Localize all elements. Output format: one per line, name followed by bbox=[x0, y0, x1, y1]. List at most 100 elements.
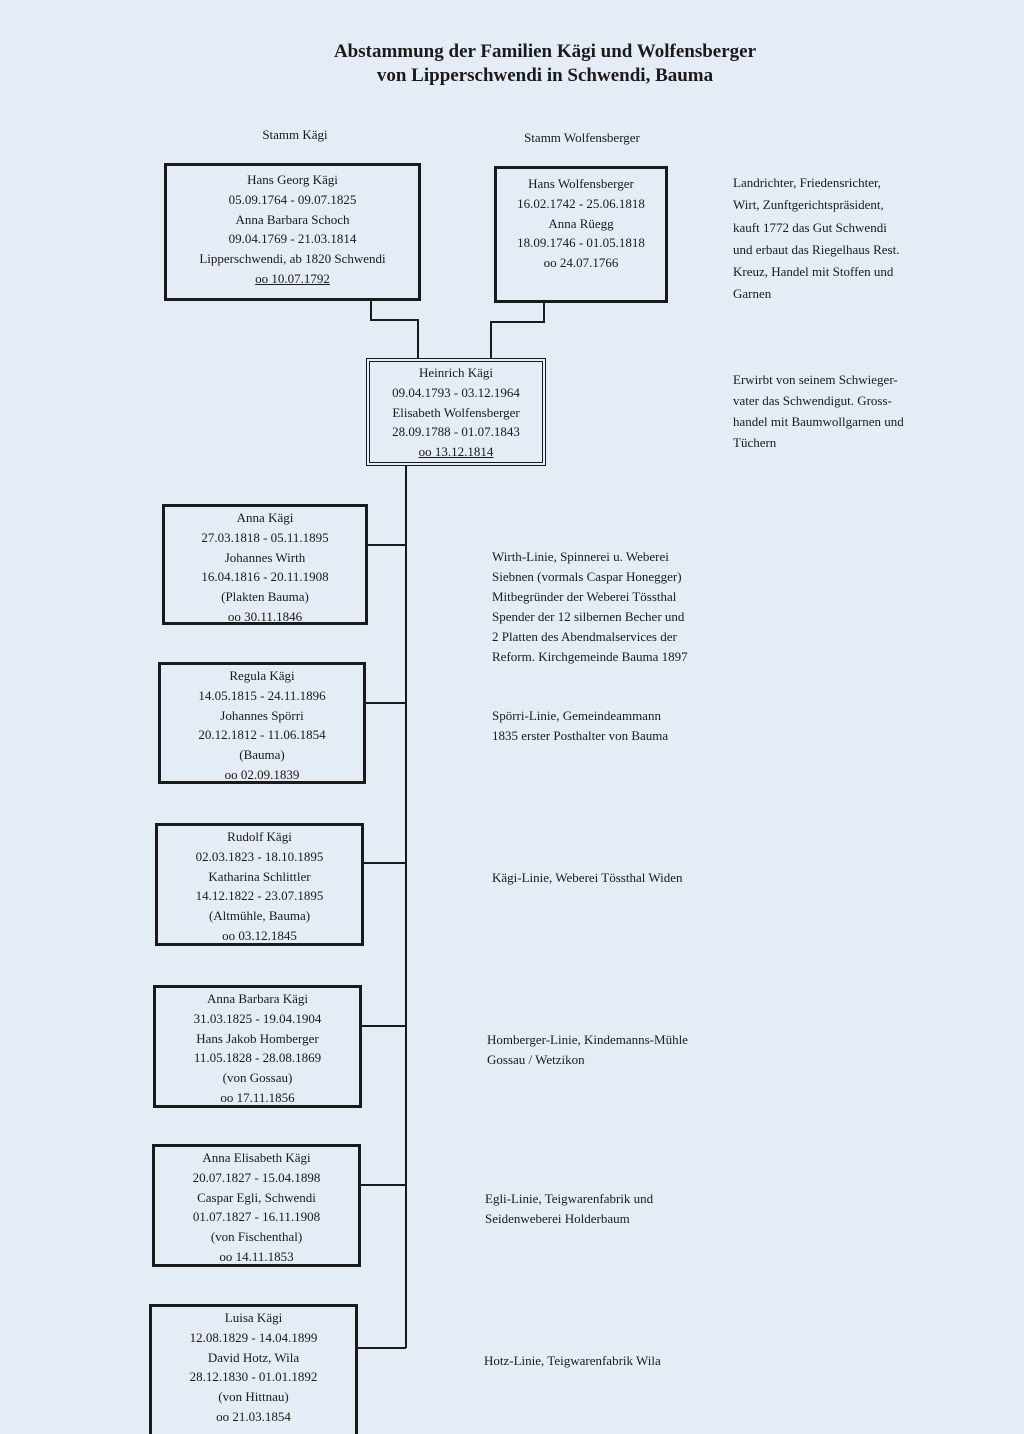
note-line: Erwirbt von seinem Schwieger- bbox=[733, 372, 898, 387]
person-line: Anna Rüegg bbox=[548, 215, 614, 231]
note-line: Garnen bbox=[733, 286, 772, 302]
person-line: (von Fischenthal) bbox=[210, 1229, 303, 1245]
person-line: Luisa Kägi bbox=[224, 1310, 283, 1325]
person-line: Lipperschwendi, ab 1820 Schwendi bbox=[199, 251, 386, 267]
box-child-anna-barbara-kaegi: Anna Barbara Kägi 31.03.1825 - 19.04.190… bbox=[153, 985, 362, 1108]
person-line: 14.12.1822 - 23.07.1895 bbox=[195, 888, 324, 904]
person-line: 02.03.1823 - 18.10.1895 bbox=[195, 848, 324, 864]
person-line: Anna Kägi bbox=[236, 510, 294, 525]
person-line: 31.03.1825 - 19.04.1904 bbox=[193, 1010, 322, 1026]
person-line: 09.04.1769 - 21.03.1814 bbox=[228, 231, 357, 247]
title-line-2: von Lipperschwendi in Schwendi, Bauma bbox=[376, 65, 714, 86]
person-line: 28.12.1830 - 01.01.1892 bbox=[189, 1369, 318, 1385]
note-line: Homberger-Linie, Kindemanns-Mühle bbox=[487, 1032, 688, 1047]
person-line: Elisabeth Wolfensberger bbox=[392, 404, 520, 420]
person-line: 12.08.1829 - 14.04.1899 bbox=[189, 1329, 318, 1345]
box-child-anna-kaegi: Anna Kägi 27.03.1818 - 05.11.1895 Johann… bbox=[162, 504, 368, 625]
box-child-anna-elisabeth-kaegi: Anna Elisabeth Kägi 20.07.1827 - 15.04.1… bbox=[152, 1144, 361, 1267]
person-line: (Bauma) bbox=[239, 747, 285, 763]
note-line: Reform. Kirchgemeinde Bauma 1897 bbox=[492, 649, 688, 664]
box-hans-georg-kaegi: Hans Georg Kägi 05.09.1764 - 09.07.1825 … bbox=[164, 163, 421, 301]
person-line: 16.04.1816 - 20.11.1908 bbox=[201, 569, 329, 585]
note-line: kauft 1772 das Gut Schwendi bbox=[733, 219, 887, 235]
person-line: 20.07.1827 - 15.04.1898 bbox=[192, 1169, 321, 1185]
note-egli-linie: Egli-Linie, Teigwarenfabrik und Seidenwe… bbox=[485, 1189, 653, 1229]
marriage-line: oo 21.03.1854 bbox=[216, 1408, 291, 1424]
person-line: 27.03.1818 - 05.11.1895 bbox=[201, 529, 329, 545]
marriage-line: oo 10.07.1792 bbox=[255, 270, 330, 286]
box-heinrich-kaegi: Heinrich Kägi 09.04.1793 - 03.12.1964 El… bbox=[366, 358, 546, 466]
connector-wolfensberger-parent bbox=[490, 302, 545, 358]
box-child-rudolf-kaegi: Rudolf Kägi 02.03.1823 - 18.10.1895 Kath… bbox=[155, 823, 364, 946]
note-line: und erbaut das Riegelhaus Rest. bbox=[733, 241, 900, 257]
note-line: Kreuz, Handel mit Stoffen und bbox=[733, 264, 894, 280]
note-line: Kägi-Linie, Weberei Tössthal Widen bbox=[492, 870, 683, 885]
note-line: Hotz-Linie, Teigwarenfabrik Wila bbox=[484, 1353, 661, 1368]
note-kaegi-linie: Kägi-Linie, Weberei Tössthal Widen bbox=[492, 868, 683, 888]
person-line: Heinrich Kägi bbox=[418, 365, 493, 380]
person-line: 11.05.1828 - 28.08.1869 bbox=[193, 1050, 322, 1066]
note-line: Mitbegründer der Weberei Tössthal bbox=[492, 589, 677, 604]
person-line: (Plakten Bauma) bbox=[221, 589, 309, 605]
person-line: 16.02.1742 - 25.06.1818 bbox=[517, 195, 645, 211]
note-line: Gossau / Wetzikon bbox=[487, 1052, 585, 1067]
marriage-line: oo 02.09.1839 bbox=[224, 766, 300, 782]
note-line: Wirth-Linie, Spinnerei u. Weberei bbox=[492, 549, 669, 564]
note-wolfensberger: Landrichter, Friedensrichter, Wirt, Zunf… bbox=[733, 172, 899, 306]
connector-kaegi-parent bbox=[370, 301, 419, 358]
marriage-line: oo 14.11.1853 bbox=[219, 1248, 294, 1264]
note-wirth-linie: Wirth-Linie, Spinnerei u. Weberei Siebne… bbox=[492, 547, 688, 667]
box-child-regula-kaegi: Regula Kägi 14.05.1815 - 24.11.1896 Joha… bbox=[158, 662, 366, 784]
person-line: Hans Georg Kägi bbox=[247, 172, 338, 187]
person-line: Hans Wolfensberger bbox=[528, 176, 634, 191]
note-homberger-linie: Homberger-Linie, Kindemanns-Mühle Gossau… bbox=[487, 1030, 688, 1070]
note-hotz-linie: Hotz-Linie, Teigwarenfabrik Wila bbox=[484, 1351, 661, 1371]
note-line: Wirt, Zunftgerichtspräsident, bbox=[733, 197, 884, 213]
note-line: 1835 erster Posthalter von Bauma bbox=[492, 728, 669, 743]
title-line-1: Abstammung der Familien Kägi und Wolfens… bbox=[333, 41, 757, 62]
person-line: (Altmühle, Bauma) bbox=[208, 908, 311, 924]
note-line: Siebnen (vormals Caspar Honegger) bbox=[492, 569, 682, 584]
person-line: Hans Jakob Homberger bbox=[196, 1030, 319, 1046]
note-line: Spörri-Linie, Gemeindeammann bbox=[492, 708, 661, 723]
person-line: 20.12.1812 - 11.06.1854 bbox=[198, 727, 326, 743]
person-line: Johannes Wirth bbox=[224, 549, 306, 565]
marriage-line: oo 24.07.1766 bbox=[543, 255, 619, 271]
marriage-line: oo 13.12.1814 bbox=[418, 444, 494, 460]
marriage-line: oo 03.12.1845 bbox=[222, 927, 297, 943]
header-stamm-wolfensberger: Stamm Wolfensberger bbox=[524, 130, 640, 145]
person-line: (von Gossau) bbox=[222, 1070, 293, 1086]
person-line: Anna Barbara Kägi bbox=[206, 991, 309, 1006]
person-line: Rudolf Kägi bbox=[227, 829, 292, 844]
note-line: Landrichter, Friedensrichter, bbox=[733, 175, 882, 190]
person-line: 05.09.1764 - 09.07.1825 bbox=[228, 191, 357, 207]
note-line: vater das Schwendigut. Gross- bbox=[733, 393, 892, 408]
person-line: Caspar Egli, Schwendi bbox=[197, 1189, 316, 1205]
person-line: Katharina Schlittler bbox=[208, 868, 311, 884]
person-line: Regula Kägi bbox=[229, 668, 295, 683]
person-line: 09.04.1793 - 03.12.1964 bbox=[392, 384, 520, 400]
note-line: Tüchern bbox=[733, 435, 777, 450]
note-line: Spender der 12 silbernen Becher und bbox=[492, 609, 685, 624]
marriage-line: oo 30.11.1846 bbox=[227, 608, 303, 624]
box-child-luisa-kaegi: Luisa Kägi 12.08.1829 - 14.04.1899 David… bbox=[149, 1304, 358, 1434]
note-line: 2 Platten des Abendmalservices der bbox=[492, 629, 677, 644]
person-line: 18.09.1746 - 01.05.1818 bbox=[517, 235, 645, 251]
note-heinrich-kaegi: Erwirbt von seinem Schwieger- vater das … bbox=[733, 369, 904, 453]
header-stamm-kaegi: Stamm Kägi bbox=[262, 127, 328, 142]
box-hans-wolfensberger: Hans Wolfensberger 16.02.1742 - 25.06.18… bbox=[494, 166, 668, 303]
note-line: Egli-Linie, Teigwarenfabrik und bbox=[485, 1191, 654, 1206]
person-line: 01.07.1827 - 16.11.1908 bbox=[192, 1209, 321, 1225]
person-line: David Hotz, Wila bbox=[207, 1349, 300, 1365]
note-line: Seidenweberei Holderbaum bbox=[485, 1211, 630, 1226]
person-line: Anna Barbara Schoch bbox=[235, 211, 350, 227]
box-inner-frame: Heinrich Kägi 09.04.1793 - 03.12.1964 El… bbox=[369, 361, 543, 463]
note-line: handel mit Baumwollgarnen und bbox=[733, 414, 904, 429]
marriage-line: oo 17.11.1856 bbox=[220, 1089, 295, 1105]
person-line: 14.05.1815 - 24.11.1896 bbox=[198, 687, 326, 703]
person-line: 28.09.1788 - 01.07.1843 bbox=[392, 424, 520, 440]
note-spoerri-linie: Spörri-Linie, Gemeindeammann 1835 erster… bbox=[492, 706, 668, 746]
person-line: Anna Elisabeth Kägi bbox=[202, 1150, 311, 1165]
person-line: (von Hittnau) bbox=[218, 1389, 289, 1405]
